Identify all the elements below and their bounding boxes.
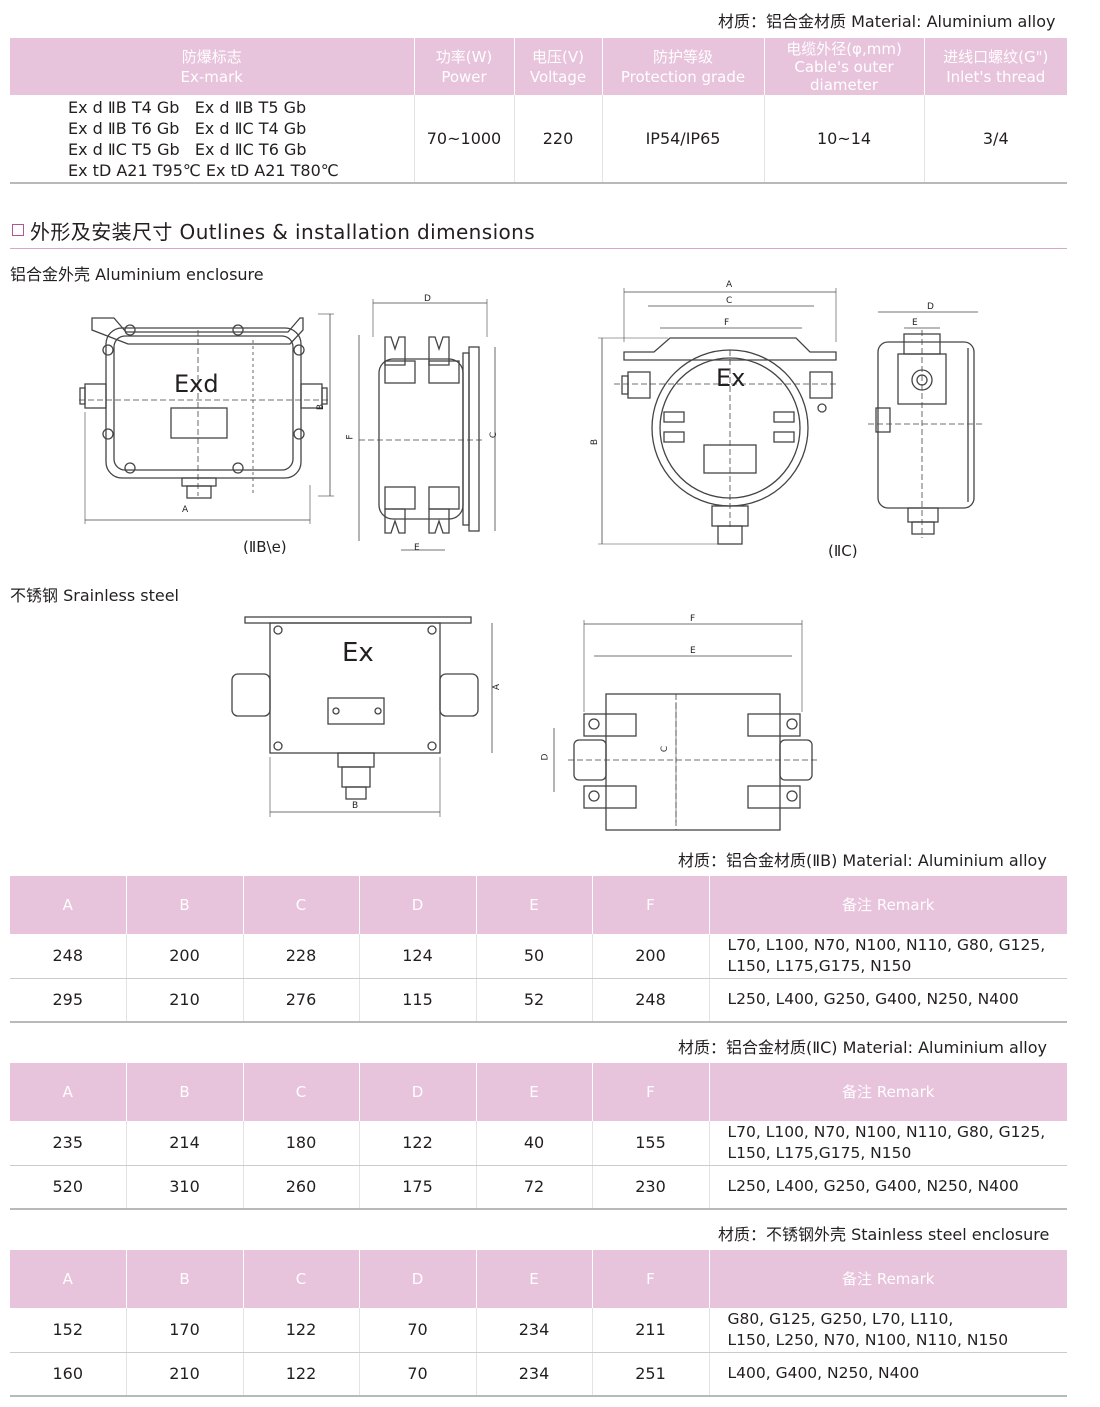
- material-label-iib: 材质：铝合金材质(ⅡB) Material: Aluminium alloy: [678, 851, 1047, 870]
- drawing-iic-front: [598, 288, 838, 545]
- section-heading: 外形及安装尺寸 Outlines & installation dimensio…: [10, 214, 1067, 249]
- dim-d-label-2: D: [927, 302, 934, 312]
- dim-e-label-2: E: [912, 318, 918, 328]
- dim-a-label-3: A: [492, 683, 503, 691]
- thread-cell: 3/4: [924, 95, 1067, 184]
- caption-iic: (ⅡC): [828, 542, 858, 560]
- stainless-steel-label: 不锈钢 Srainless steel: [10, 586, 180, 605]
- header-cable: 电缆外径(φ,mm)Cable's outer diameter: [764, 38, 925, 95]
- material-label-spec: 材质：铝合金材质 Material: Aluminium alloy: [718, 12, 1056, 31]
- remark-cell: L70, L100, N70, N100, N110, G80, G125,L1…: [709, 934, 1067, 979]
- dim-c-label-1: C: [489, 431, 500, 439]
- material-label-iic: 材质：铝合金材质(ⅡC) Material: Aluminium alloy: [678, 1038, 1048, 1057]
- dim-c-label-3: C: [660, 745, 671, 753]
- remark-cell: L250, L400, G250, G400, N250, N400: [709, 1165, 1067, 1210]
- dim-f-label-2: F: [724, 318, 730, 328]
- drawing-iib-front: [79, 313, 334, 524]
- dim-e-label-3: E: [690, 646, 696, 656]
- remark-cell: G80, G125, G250, L70, L110,L150, L250, N…: [709, 1308, 1067, 1353]
- exmark-cell: Ex d ⅡB T4 Gb Ex d ⅡB T5 Gb Ex d ⅡB T6 G…: [10, 95, 415, 184]
- dim-f-label-1: F: [345, 434, 356, 440]
- dim-d-label-1: D: [424, 294, 431, 304]
- dim-b-label-1: B: [316, 403, 327, 411]
- drawing-stainless-front: [231, 616, 493, 817]
- power-cell: 70~1000: [414, 95, 515, 184]
- ex-label-stainless: Ex: [342, 638, 374, 668]
- remark-cell: L400, G400, N250, N400: [709, 1352, 1067, 1397]
- protection-cell: IP54/IP65: [602, 95, 765, 184]
- dim-d-label-3: D: [540, 753, 551, 761]
- header-thread: 进线口螺纹(G")Inlet's thread: [924, 38, 1067, 95]
- remark-cell: L70, L100, N70, N100, N110, G80, G125,L1…: [709, 1121, 1067, 1166]
- dim-a-label-1: A: [182, 505, 189, 515]
- dim-b-label-2: B: [590, 438, 601, 446]
- drawing-iib-side: [358, 299, 496, 551]
- cable-cell: 10~14: [764, 95, 925, 184]
- drawing-stainless-top: [553, 620, 820, 831]
- aluminium-enclosure-label: 铝合金外壳 Aluminium enclosure: [10, 265, 264, 284]
- dim-b-label-3: B: [352, 801, 359, 811]
- header-voltage: 电压(V)Voltage: [514, 38, 603, 95]
- voltage-cell: 220: [514, 95, 603, 184]
- drawing-iic-side: [868, 311, 984, 538]
- spec-row: Ex d ⅡB T4 Gb Ex d ⅡB T5 Gb Ex d ⅡB T6 G…: [10, 95, 1067, 184]
- dim-e-label-1: E: [414, 543, 420, 553]
- square-bullet-icon: [12, 224, 24, 236]
- dim-c-label-2: C: [726, 296, 733, 306]
- material-label-stainless: 材质：不锈钢外壳 Stainless steel enclosure: [718, 1225, 1050, 1244]
- ex-label-round: Ex: [716, 364, 746, 392]
- dim-f-label-3: F: [690, 614, 696, 624]
- dim-a-label-2: A: [726, 280, 733, 290]
- caption-iib: (ⅡB\e): [243, 538, 287, 556]
- header-power: 功率(W)Power: [414, 38, 515, 95]
- remark-cell: L250, L400, G250, G400, N250, N400: [709, 978, 1067, 1023]
- exd-label: Exd: [174, 370, 219, 398]
